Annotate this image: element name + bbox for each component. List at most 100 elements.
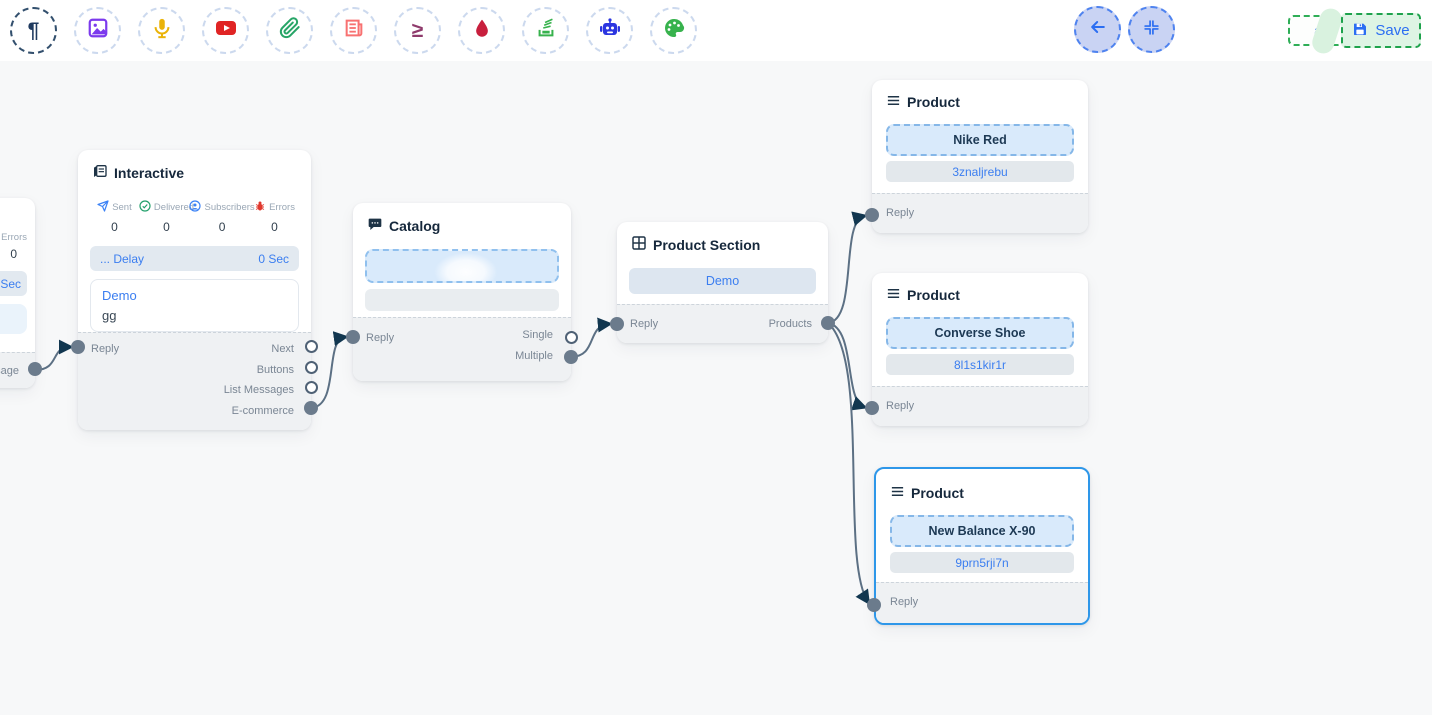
node-header: Product <box>876 469 1088 510</box>
tool-condition[interactable]: ≥ <box>394 7 441 54</box>
tool-theme[interactable] <box>650 7 697 54</box>
fit-view-button[interactable] <box>1128 6 1175 53</box>
tool-attachment[interactable] <box>266 7 313 54</box>
tool-drip[interactable] <box>458 7 505 54</box>
youtube-icon <box>214 16 238 45</box>
node-footer: Reply <box>872 386 1088 426</box>
greater-equal-icon: ≥ <box>411 19 424 42</box>
output-handle-listmessages[interactable] <box>304 381 318 394</box>
tool-sequence[interactable] <box>522 7 569 54</box>
node-header: Interactive <box>78 150 311 190</box>
input-handle-reply[interactable] <box>346 330 360 344</box>
node-interactive[interactable]: Interactive Sent 0 Delivered 0 <box>71 150 318 430</box>
compress-icon <box>1143 19 1160 41</box>
node-product-section[interactable]: Product Section Demo Reply Products <box>610 222 835 343</box>
delay-value-partial: Sec <box>0 276 21 291</box>
stat-sent: Sent 0 <box>90 200 139 234</box>
output-products-label: Products <box>768 318 812 330</box>
tool-video[interactable] <box>202 7 249 54</box>
input-reply-label: Reply <box>886 400 915 412</box>
node-palette: ¶ <box>10 7 697 54</box>
input-handle-reply[interactable] <box>865 208 879 222</box>
paper-plane-icon <box>97 200 109 215</box>
message-preview[interactable]: Demo gg <box>90 279 299 332</box>
interactive-icon <box>92 163 108 182</box>
section-item-label: Demo <box>705 274 740 288</box>
tool-text-message[interactable]: ¶ <box>10 7 57 54</box>
tool-audio[interactable] <box>138 7 185 54</box>
node-header: Product <box>872 273 1088 312</box>
output-listmessages-label: List Messages <box>223 384 294 396</box>
node-header: Product <box>872 80 1088 119</box>
node-title: Catalog <box>389 217 441 234</box>
node-product-3[interactable]: Product New Balance X-90 9prn5rji7n Repl… <box>867 467 1090 625</box>
input-handle-reply[interactable] <box>867 598 881 612</box>
stat-errors-label: Errors <box>1 232 27 243</box>
arrow-left-icon <box>1088 17 1108 42</box>
microphone-icon <box>151 17 173 44</box>
section-item[interactable]: Demo <box>629 268 816 294</box>
product-id: 3znaljrebu <box>886 161 1074 182</box>
message-title: Demo <box>102 288 137 303</box>
save-button[interactable]: Save <box>1341 13 1421 48</box>
tool-image[interactable] <box>74 7 121 54</box>
output-message-label: essage <box>0 365 19 377</box>
product-name[interactable]: Converse Shoe <box>886 317 1074 349</box>
output-handle-products[interactable] <box>821 316 835 330</box>
output-multiple-label: Multiple <box>515 350 553 362</box>
node-footer: Reply Next Buttons List Messages E-comme… <box>78 332 311 430</box>
stat-subscribers: Subscribers 0 <box>189 200 255 234</box>
product-name[interactable]: New Balance X-90 <box>890 515 1074 547</box>
tool-bot[interactable] <box>586 7 633 54</box>
bug-icon <box>254 200 266 215</box>
node-footer: Reply <box>872 193 1088 233</box>
output-handle-ecommerce[interactable] <box>304 401 318 415</box>
product-name[interactable]: Nike Red <box>886 124 1074 156</box>
tool-template[interactable] <box>330 7 377 54</box>
palette-icon <box>662 16 686 45</box>
node-title: Product <box>907 94 960 110</box>
node-footer: essage <box>0 352 35 388</box>
save-button-label: Save <box>1375 22 1410 39</box>
output-handle-single[interactable] <box>564 331 578 344</box>
floppy-disk-icon <box>1352 21 1368 41</box>
node-product-1[interactable]: Product Nike Red 3znaljrebu Reply <box>865 80 1088 233</box>
output-handle-buttons[interactable] <box>304 361 318 374</box>
input-reply-label: Reply <box>630 318 659 330</box>
node-footer: Reply Single Multiple <box>353 317 571 381</box>
node-message-partial[interactable]: Errors 0 Sec essage <box>0 198 42 388</box>
back-button[interactable] <box>1074 6 1121 53</box>
output-handle-multiple[interactable] <box>564 350 578 364</box>
user-circle-icon <box>189 200 202 215</box>
node-title: Product <box>907 287 960 303</box>
output-ecommerce-label: E-commerce <box>231 405 294 417</box>
paperclip-icon <box>279 17 301 44</box>
node-footer: Reply <box>876 582 1088 623</box>
product-id: 9prn5rji7n <box>890 552 1074 573</box>
delay-setting[interactable]: ... Delay 0 Sec <box>90 246 299 271</box>
product-id: 8l1s1kir1r <box>886 354 1074 375</box>
image-icon <box>87 17 109 44</box>
input-reply-label: Reply <box>890 596 919 608</box>
node-product-2[interactable]: Product Converse Shoe 8l1s1kir1r Reply <box>865 273 1088 426</box>
delay-label: ... Delay <box>100 251 145 266</box>
stack-icon <box>535 17 557 44</box>
delay-value: 0 Sec <box>258 251 289 266</box>
input-handle-reply[interactable] <box>610 317 624 331</box>
stat-delivered: Delivered 0 <box>139 200 194 234</box>
chat-bubble-icon <box>367 216 383 235</box>
input-handle-reply[interactable] <box>71 340 85 354</box>
output-handle-next[interactable] <box>304 340 318 353</box>
input-handle-reply[interactable] <box>865 401 879 415</box>
message-preview-partial <box>0 304 27 334</box>
node-catalog[interactable]: Catalog Reply Single Multiple <box>346 203 578 381</box>
catalog-dropzone[interactable] <box>365 249 559 283</box>
output-handle-message[interactable] <box>28 362 42 376</box>
output-single-label: Single <box>522 329 553 341</box>
edge-products-to-product1 <box>827 211 868 324</box>
node-title: Product Section <box>653 236 761 253</box>
node-title: Interactive <box>114 164 185 181</box>
water-drop-icon <box>472 18 492 43</box>
toolbar: ¶ <box>0 0 1432 61</box>
